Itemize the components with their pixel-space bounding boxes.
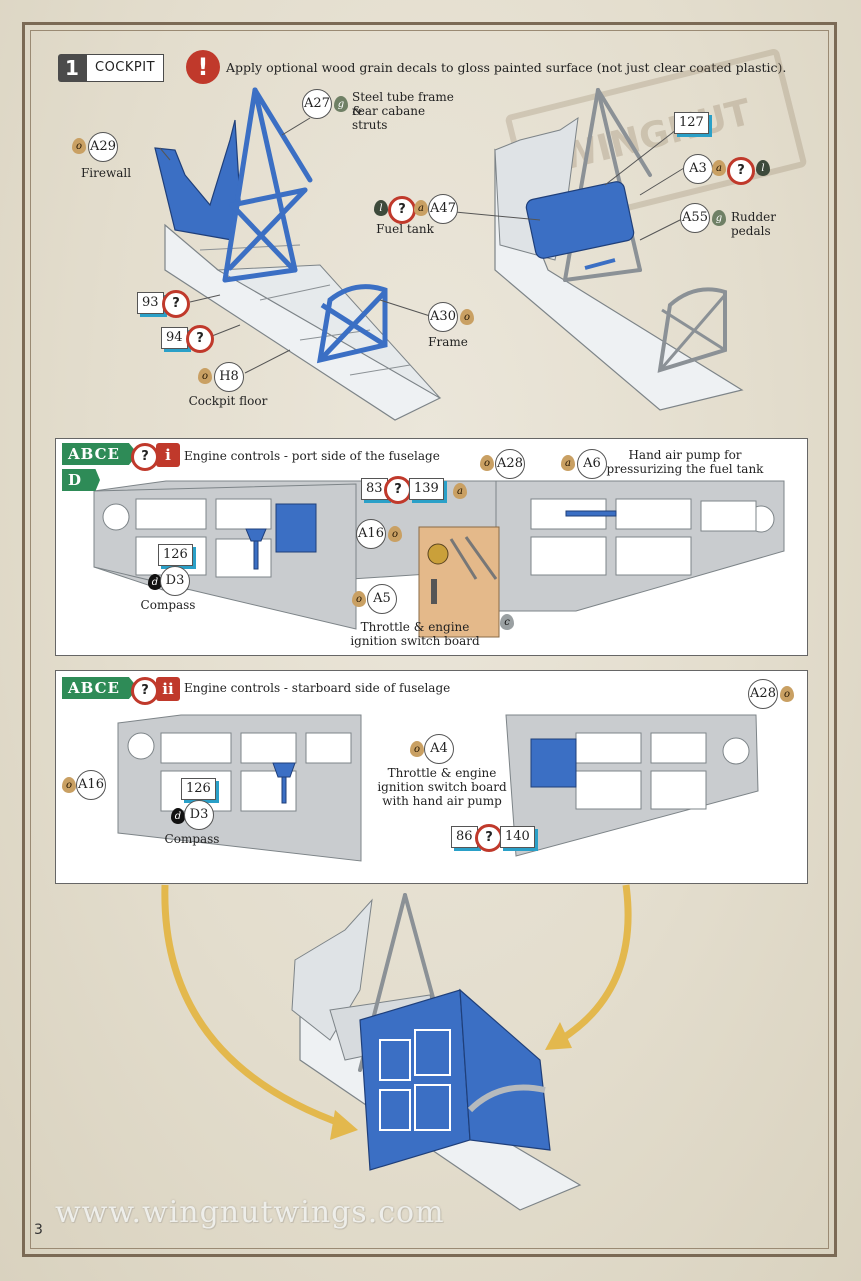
panel-port-title: Engine controls - port side of the fusel… [184, 449, 440, 463]
a27-label-line1: Steel tube frame & [352, 90, 454, 118]
variant-tag-abce: ABCE [62, 443, 138, 465]
rudder-pedals-label: Rudder pedals [731, 210, 776, 238]
decal-83: 83 [361, 478, 388, 500]
question-icon: ? [186, 325, 214, 353]
panel-starboard-title: Engine controls - starboard side of fuse… [184, 681, 451, 695]
paint-drop-icon: o [480, 455, 494, 471]
paint-drop-icon: o [62, 777, 76, 793]
paint-drop-icon: o [352, 591, 366, 607]
paint-drop-icon: a [561, 455, 575, 471]
decal-126: 126 [181, 778, 216, 800]
fuel-tank-label: Fuel tank [376, 222, 434, 236]
board2-label-line2: ignition switch board [377, 780, 507, 794]
paint-drop-icon: o [460, 309, 474, 325]
roman-numeral-i: i [156, 443, 180, 467]
part-d3: D3 [184, 800, 214, 830]
question-icon: ? [475, 824, 503, 852]
decal-127: 127 [674, 112, 709, 134]
part-a16: A16 [76, 770, 106, 800]
paint-drop-icon: o [780, 686, 794, 702]
paint-drop-icon: l [374, 200, 388, 216]
exclamation-icon: ! [186, 50, 220, 84]
part-a55: A55 [680, 203, 710, 233]
decal-139: 139 [409, 478, 444, 500]
part-a47: A47 [428, 194, 458, 224]
part-d3: D3 [160, 566, 190, 596]
roman-numeral-ii: ii [156, 677, 180, 701]
part-a5: A5 [367, 584, 397, 614]
step-number: 1 [58, 54, 86, 82]
page-number: 3 [34, 1222, 43, 1238]
a27-label-line2: rear cabane struts [352, 104, 426, 132]
cockpit-floor-label: Cockpit floor [188, 394, 268, 408]
paint-drop-icon: g [334, 96, 348, 112]
decal-94: 94 [161, 327, 188, 349]
page-border-inner [30, 30, 829, 1249]
part-a16: A16 [356, 519, 386, 549]
question-icon: ? [131, 677, 159, 705]
step-title: COCKPIT [86, 54, 165, 82]
part-a28: A28 [495, 449, 525, 479]
paint-drop-icon: l [756, 160, 770, 176]
paint-drop-icon: o [72, 138, 86, 154]
decal-93: 93 [137, 292, 164, 314]
paint-drop-icon: d [148, 574, 162, 590]
board2-label-line3: with hand air pump [382, 794, 502, 808]
question-icon: ? [162, 290, 190, 318]
question-icon: ? [388, 196, 416, 224]
paint-drop-icon: o [388, 526, 402, 542]
part-a4: A4 [424, 734, 454, 764]
decal-140: 140 [500, 826, 535, 848]
part-a6: A6 [577, 449, 607, 479]
paint-drop-icon: o [198, 368, 212, 384]
decal-86: 86 [451, 826, 478, 848]
question-icon: ? [727, 157, 755, 185]
final-assembly-drawing [291, 893, 582, 1211]
variant-tag-d: D [62, 469, 100, 491]
variant-tag-abce: ABCE [62, 677, 138, 699]
paint-drop-icon: c [500, 614, 514, 630]
part-a28: A28 [748, 679, 778, 709]
board-label-line2: ignition switch board [350, 634, 480, 648]
paint-drop-icon: a [453, 483, 467, 499]
paint-drop-icon: g [712, 210, 726, 226]
paint-drop-icon: o [410, 741, 424, 757]
paint-drop-icon: a [414, 200, 428, 216]
page-border-outer [22, 22, 837, 1257]
paint-drop-icon: a [712, 160, 726, 176]
pump-label-line1: Hand air pump for [628, 448, 742, 462]
pump-label-line2: pressurizing the fuel tank [606, 462, 764, 476]
decal-126: 126 [158, 544, 193, 566]
part-a27: A27 [302, 89, 332, 119]
compass-label: Compass [164, 832, 220, 846]
part-a3: A3 [683, 154, 713, 184]
firewall-label: Firewall [80, 166, 132, 180]
part-a30: A30 [428, 302, 458, 332]
part-h8: H8 [214, 362, 244, 392]
panel-port-side [55, 438, 808, 656]
cockpit-floor-drawing-left [154, 87, 442, 421]
website-url: www.wingnutwings.com [55, 1195, 445, 1230]
frame-label: Frame [428, 335, 468, 349]
warning-note: Apply optional wood grain decals to glos… [226, 60, 787, 75]
question-icon: ? [384, 476, 412, 504]
part-a29: A29 [88, 132, 118, 162]
board-label-line1: Throttle & engine [360, 620, 470, 634]
board2-label-line1: Throttle & engine [387, 766, 497, 780]
paint-drop-icon: d [171, 808, 185, 824]
compass-label: Compass [140, 598, 196, 612]
cockpit-floor-drawing-right [494, 88, 744, 411]
question-icon: ? [131, 443, 159, 471]
assembly-arrows [161, 884, 632, 1140]
